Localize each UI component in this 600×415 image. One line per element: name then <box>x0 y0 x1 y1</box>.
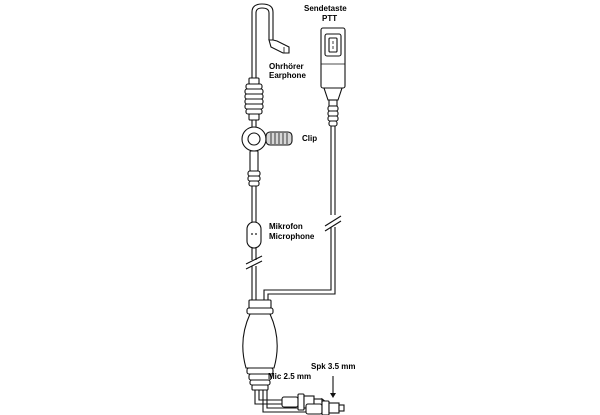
earphone-cable <box>247 150 261 222</box>
microphone <box>245 221 263 285</box>
earphone-coil <box>244 77 264 128</box>
ptt-switch <box>320 27 346 127</box>
acoustic-tube <box>251 3 290 78</box>
spk-plug-label: Spk 3.5 mm <box>311 362 356 371</box>
mic-label-de: Mikrofon <box>269 222 303 231</box>
earphone-label-en: Earphone <box>269 71 306 80</box>
ptt-cable <box>263 126 342 300</box>
mic-label-en: Microphone <box>269 232 315 241</box>
plug-cables <box>254 390 306 413</box>
spk-plug <box>305 376 345 415</box>
ptt-label-en: PTT <box>322 14 338 23</box>
ptt-label-de: Sendetaste <box>304 4 347 13</box>
earphone-label-de: Ohrhörer <box>269 62 304 71</box>
mic-plug-label: Mic 2.5 mm <box>268 372 312 381</box>
clip <box>241 126 293 152</box>
clip-label: Clip <box>302 134 318 143</box>
splitter-body <box>242 285 278 391</box>
